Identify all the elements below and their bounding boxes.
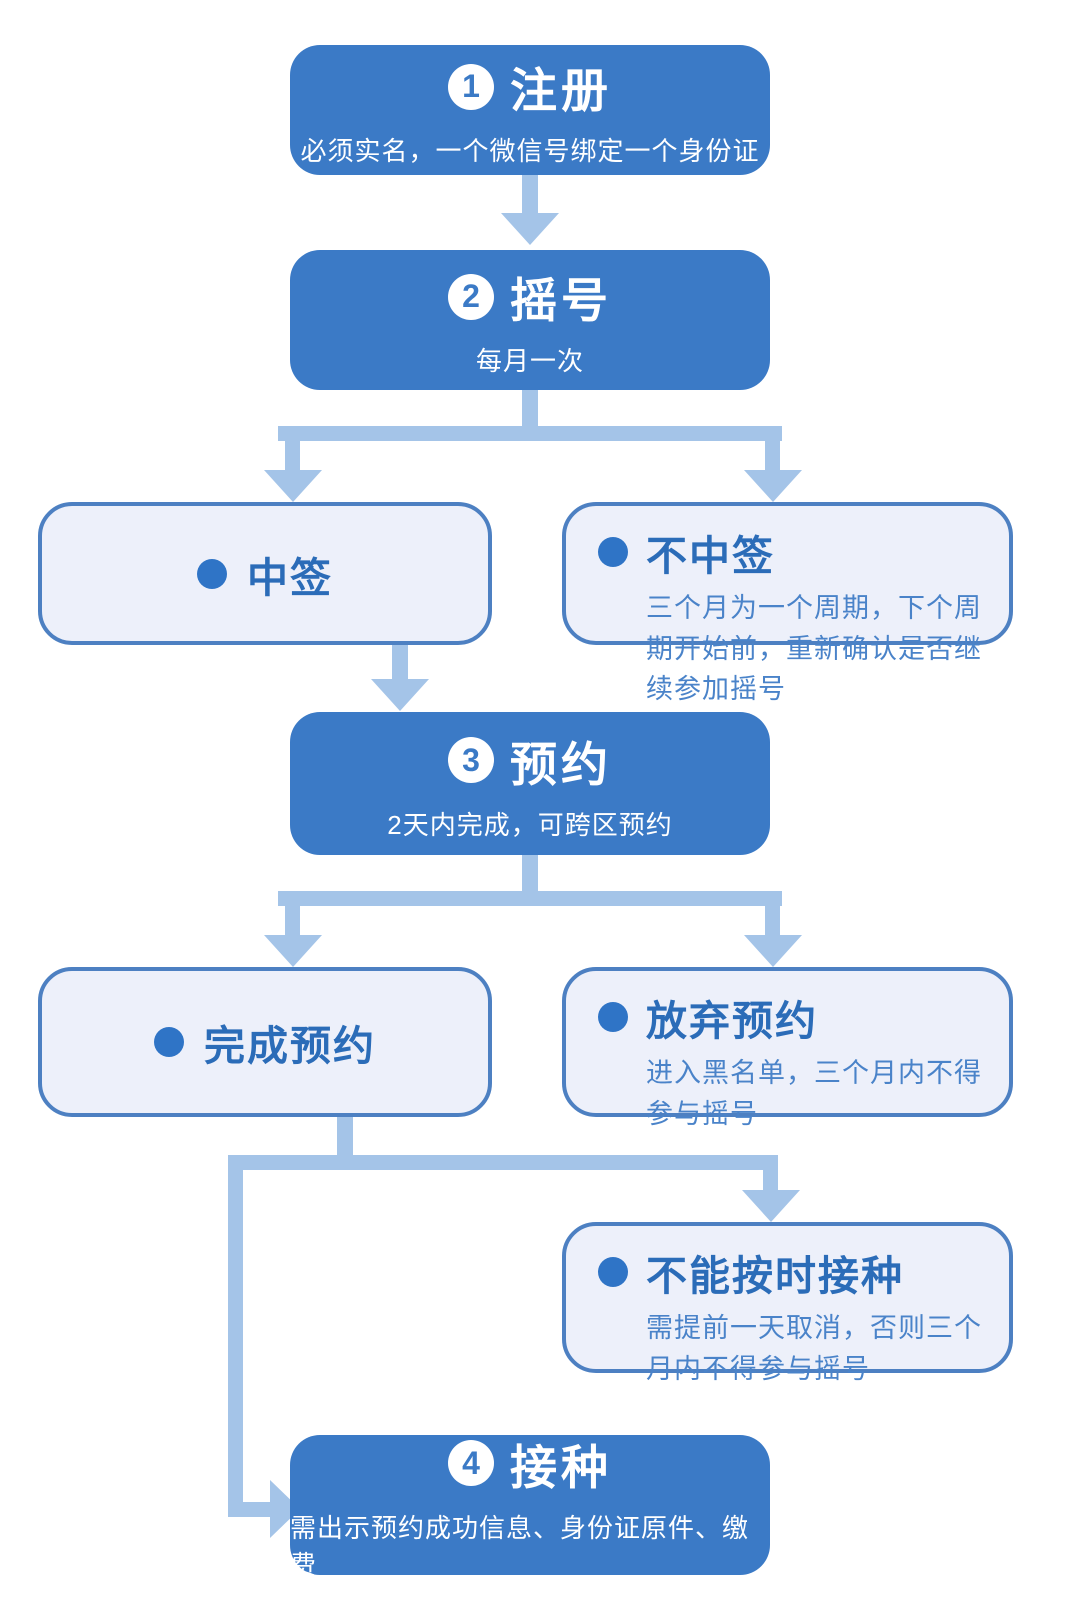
branch-title: 完成预约 — [204, 1023, 376, 1069]
connector-lottery-split-stub — [522, 390, 538, 428]
connector-complete-hline — [228, 1155, 778, 1170]
step-vaccinate-box: 4 接种 需出示预约成功信息、身份证原件、缴费 — [290, 1435, 770, 1580]
bullet-dot-icon — [598, 1257, 628, 1287]
step-reserve-box: 3 预约 2天内完成，可跨区预约 — [290, 712, 770, 855]
connector-register-lottery-line — [522, 175, 538, 215]
arrow-down-icon — [264, 935, 322, 967]
step-subtitle: 必须实名，一个微信号绑定一个身份证 — [300, 136, 760, 166]
arrow-down-icon — [264, 470, 322, 502]
arrow-down-icon — [371, 679, 429, 711]
connector-vaccinate-horizontal — [228, 1502, 272, 1517]
branch-body-text: 三个月为一个周期，下个周期开始前，重新确认是否继续参加摇号 — [646, 593, 982, 704]
step-number-badge: 2 — [448, 273, 494, 320]
step-title: 摇号 — [510, 274, 612, 327]
branch-lose-box: 不中签 三个月为一个周期，下个周期开始前，重新确认是否继续参加摇号 — [562, 502, 1013, 704]
branch-title: 不能按时接种 — [646, 1253, 904, 1299]
connector-lottery-split-left-arm — [285, 441, 300, 472]
arrow-down-icon — [501, 213, 559, 245]
connector-vaccinate-vertical — [228, 1170, 243, 1517]
bullet-dot-icon — [598, 1002, 628, 1032]
branch-title: 不中签 — [646, 533, 775, 579]
connector-reserve-split-stub — [522, 855, 538, 891]
step-register-box: 1 注册 必须实名，一个微信号绑定一个身份证 — [290, 45, 770, 175]
step-subtitle: 每月一次 — [475, 346, 584, 376]
connector-lottery-split-right-arm — [765, 441, 780, 472]
branch-title: 中签 — [247, 554, 333, 601]
branch-complete-box: 完成预约 — [38, 967, 492, 1117]
step-title: 注册 — [510, 64, 612, 117]
step-lottery-box: 2 摇号 每月一次 — [290, 250, 770, 390]
arrow-down-icon — [742, 1190, 800, 1222]
connector-reserve-split-left-arm — [285, 906, 300, 935]
step-title: 预约 — [510, 737, 612, 791]
connector-win-reserve-line — [392, 645, 408, 681]
step-number-badge: 1 — [448, 63, 494, 110]
branch-win-box: 中签 — [38, 502, 492, 645]
branch-miss-box: 不能按时接种 需提前一天取消，否则三个月内不得参与摇号 — [562, 1222, 1013, 1384]
connector-reserve-split-right-arm — [765, 906, 780, 935]
branch-abandon-box: 放弃预约 进入黑名单，三个月内不得参与摇号 — [562, 967, 1013, 1129]
bullet-dot-icon — [197, 558, 227, 589]
step-number-badge: 3 — [448, 737, 494, 783]
arrow-down-icon — [744, 935, 802, 967]
branch-body-text: 需提前一天取消，否则三个月内不得参与摇号 — [646, 1313, 982, 1384]
connector-complete-stub — [337, 1117, 353, 1157]
connector-reserve-split-hline — [278, 891, 782, 906]
bullet-dot-icon — [598, 537, 628, 567]
connector-miss-arm — [763, 1170, 778, 1192]
bullet-dot-icon — [154, 1027, 184, 1057]
branch-title: 放弃预约 — [646, 998, 818, 1044]
connector-lottery-split-hline — [278, 426, 782, 441]
step-subtitle: 需出示预约成功信息、身份证原件、缴费 — [290, 1512, 750, 1580]
step-title: 接种 — [510, 1440, 612, 1494]
step-subtitle: 2天内完成，可跨区预约 — [387, 809, 673, 840]
branch-body-text: 进入黑名单，三个月内不得参与摇号 — [646, 1058, 982, 1129]
step-number-badge: 4 — [448, 1440, 494, 1486]
arrow-down-icon — [744, 470, 802, 502]
